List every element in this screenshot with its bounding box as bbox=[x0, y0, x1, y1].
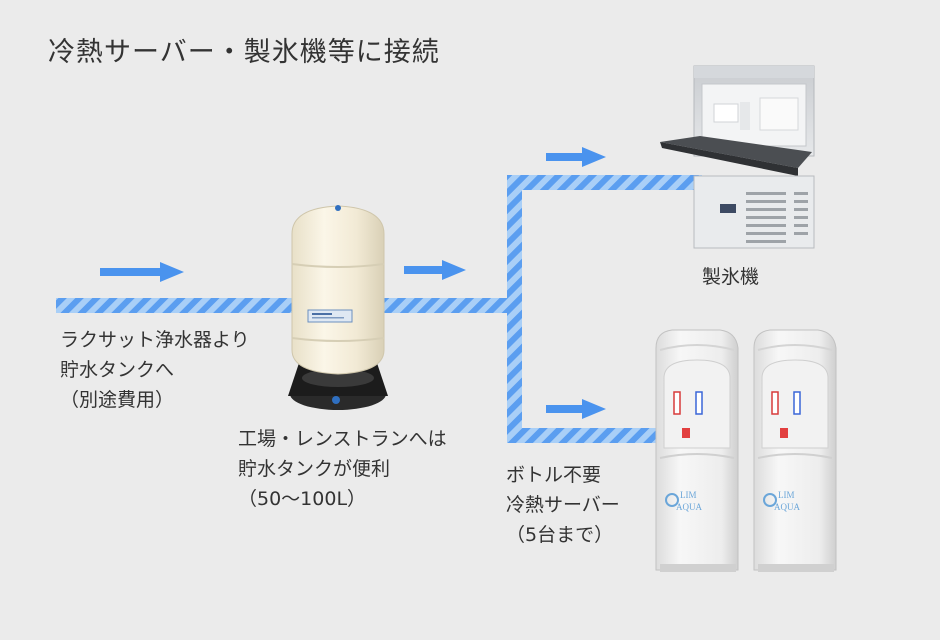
svg-text:LIM: LIM bbox=[680, 490, 697, 500]
flow-arrow-icon bbox=[100, 262, 184, 282]
pipe-inlet bbox=[56, 298, 518, 313]
flow-arrow-icon bbox=[404, 260, 466, 280]
water-cooler-icon: LIM AQUA bbox=[655, 329, 739, 572]
svg-text:AQUA: AQUA bbox=[676, 502, 702, 512]
tank-label-line: 貯水タンクが便利 bbox=[238, 458, 391, 480]
cooler-label-line: （5台まで） bbox=[506, 524, 614, 546]
pipe-to-coolers bbox=[507, 428, 657, 443]
tank-label-line: 工場・レンストランへは bbox=[238, 428, 447, 450]
ice-machine-label: 製氷機 bbox=[702, 266, 760, 288]
svg-text:LIM: LIM bbox=[778, 490, 795, 500]
source-label: ラクサット浄水器より 貯水タンクへ （別途費用） bbox=[60, 325, 250, 415]
pipe-network bbox=[56, 175, 702, 443]
water-tank-icon bbox=[288, 205, 388, 410]
pipe-riser bbox=[507, 175, 522, 443]
tank-label-line: （50〜100L） bbox=[238, 488, 367, 510]
svg-text:AQUA: AQUA bbox=[774, 502, 800, 512]
tank-label: 工場・レンストランへは 貯水タンクが便利 （50〜100L） bbox=[238, 424, 447, 514]
flow-arrow-icon bbox=[546, 147, 606, 167]
page-title: 冷熱サーバー・製氷機等に接続 bbox=[48, 37, 440, 68]
flow-arrow-icon bbox=[546, 399, 606, 419]
cooler-label-line: ボトル不要 bbox=[506, 464, 602, 486]
pipe-to-ice-machine bbox=[507, 175, 702, 190]
source-label-line: （別途費用） bbox=[60, 389, 175, 411]
water-cooler-icon: LIM AQUA bbox=[753, 329, 837, 572]
cooler-label-line: 冷熱サーバー bbox=[506, 494, 620, 516]
source-label-line: ラクサット浄水器より bbox=[60, 329, 250, 351]
ice-machine-icon bbox=[660, 65, 815, 249]
cooler-label: ボトル不要 冷熱サーバー （5台まで） bbox=[506, 460, 620, 550]
source-label-line: 貯水タンクへ bbox=[60, 359, 175, 381]
